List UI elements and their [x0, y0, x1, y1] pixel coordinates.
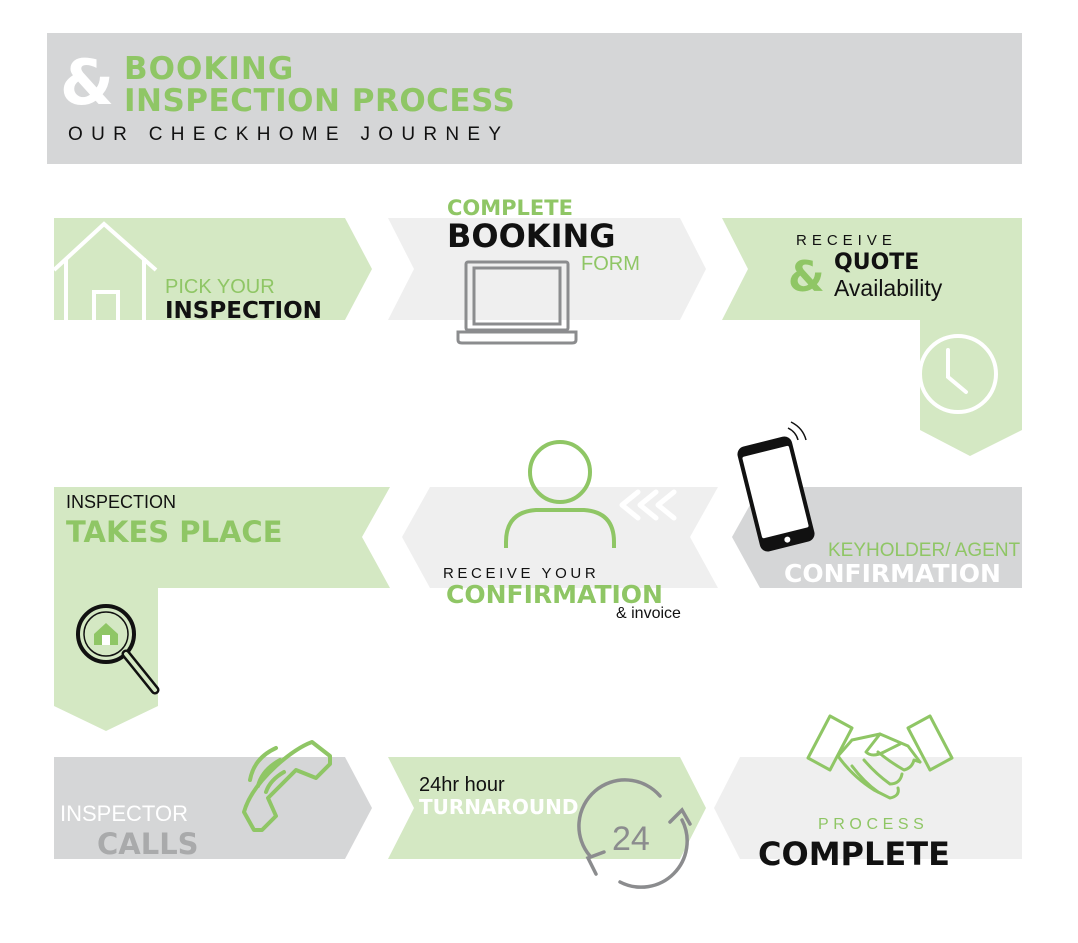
confirmation-small: & invoice: [616, 605, 681, 622]
pick-big: INSPECTION: [165, 298, 322, 324]
magnifier-house-icon: [76, 604, 160, 695]
quote-small: Availability: [834, 275, 943, 301]
takes-place-small: INSPECTION: [66, 492, 177, 512]
arrow-inspector-calls: [54, 757, 372, 859]
booking-top: COMPLETE: [447, 196, 573, 220]
header-title-line1: BOOKING: [124, 51, 295, 87]
header-ampersand: &: [60, 46, 115, 119]
header-title-line2: INSPECTION PROCESS: [124, 83, 516, 119]
arrow-process-complete: [714, 757, 1022, 859]
refresh-24-icon: [577, 778, 692, 889]
turnaround-badge: 24: [612, 820, 650, 858]
arrow-turnaround: [388, 757, 706, 859]
house-icon: [52, 221, 158, 320]
calls-small: INSPECTOR: [60, 801, 188, 826]
phone-icon: [737, 421, 815, 552]
booking-small: FORM: [581, 253, 640, 275]
confirmation-big: CONFIRMATION: [446, 580, 663, 609]
turnaround-small: 24hr hour: [419, 774, 505, 796]
chevrons-left-icon: [619, 489, 677, 521]
complete-small: PROCESS: [818, 816, 929, 833]
clock-icon: [918, 334, 998, 414]
quote-big: QUOTE: [834, 250, 920, 275]
calls-big: CALLS: [97, 827, 199, 861]
keyholder-big: CONFIRMATION: [784, 559, 1001, 588]
turnaround-big: TURNAROUND: [419, 795, 579, 819]
takes-place-big: TAKES PLACE: [66, 515, 283, 549]
handshake-icon: [806, 714, 954, 800]
complete-big: COMPLETE: [758, 835, 950, 873]
laptop-icon: [456, 260, 578, 345]
header-subtitle: OUR CHECKHOME JOURNEY: [68, 124, 510, 145]
telephone-icon: [242, 740, 332, 832]
arrow-receive-confirmation: [402, 487, 718, 588]
arrow-pick-inspection: [54, 218, 372, 320]
quote-amp: &: [788, 252, 825, 301]
arrow-receive-quote: [722, 218, 1022, 456]
pick-small: PICK YOUR: [165, 276, 275, 298]
header-band: [47, 33, 1022, 164]
confirmation-top: RECEIVE YOUR: [443, 565, 600, 582]
booking-big: BOOKING: [447, 217, 616, 255]
person-icon: [504, 440, 616, 548]
quote-top: RECEIVE: [796, 232, 897, 249]
keyholder-small: KEYHOLDER/ AGENT: [828, 540, 1021, 561]
